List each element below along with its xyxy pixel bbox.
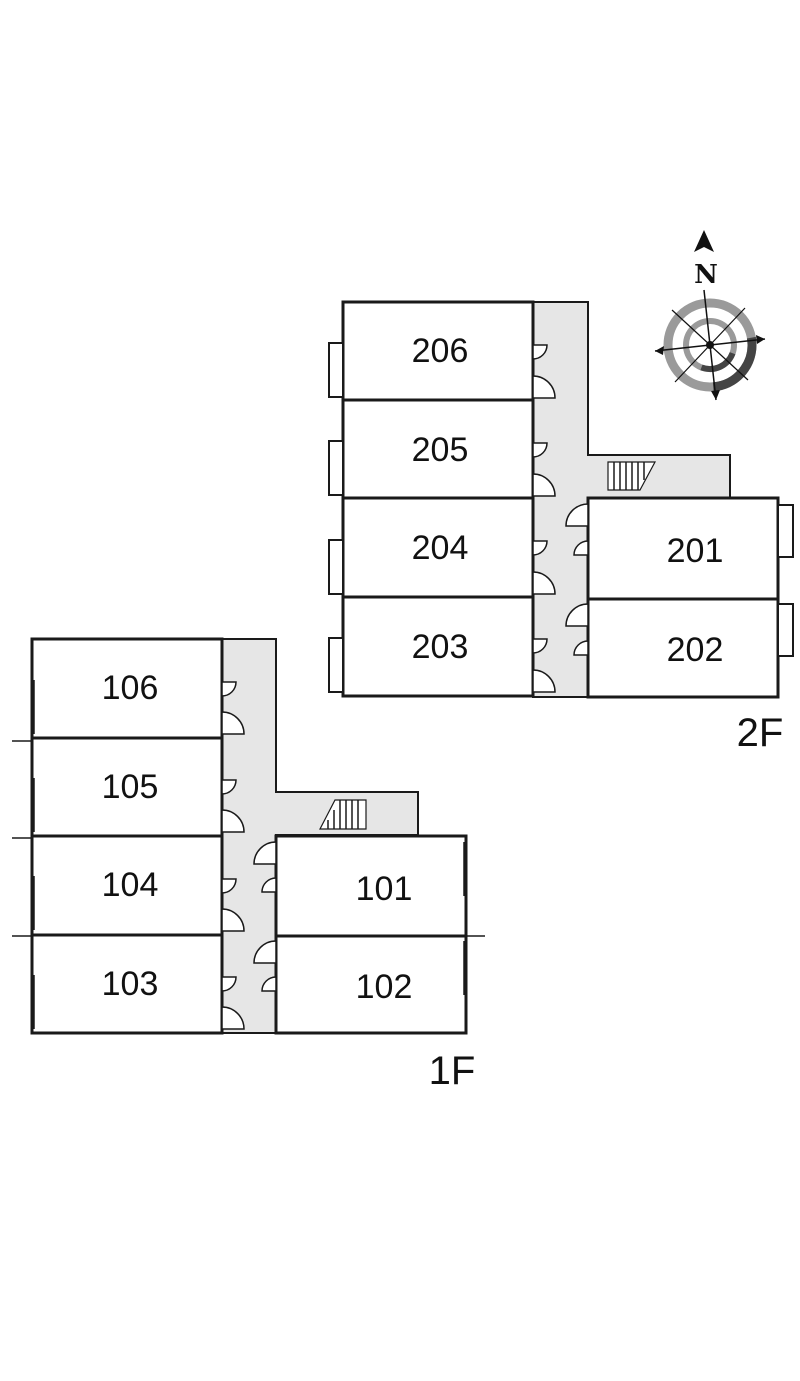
stairs-1f (319, 799, 367, 830)
room-label-101: 101 (356, 870, 413, 908)
room-label-204: 204 (412, 529, 469, 567)
room-label-206: 206 (412, 332, 469, 370)
floor-label-1f: 1F (429, 1049, 476, 1093)
room-201 (586, 496, 780, 601)
room-202 (586, 597, 780, 699)
room-203 (341, 595, 535, 698)
room-104 (30, 834, 224, 937)
balcony-202 (777, 603, 794, 657)
room-204 (341, 496, 535, 599)
room-106 (30, 637, 224, 740)
balcony-201 (777, 504, 794, 558)
room-102 (274, 934, 468, 1035)
balcony-205 (328, 440, 344, 496)
doors-2f (532, 344, 589, 693)
room-label-104: 104 (102, 866, 159, 904)
balcony-206 (328, 342, 344, 398)
room-105 (30, 736, 224, 838)
stairs-2f (607, 461, 657, 491)
room-label-201: 201 (667, 532, 724, 570)
room-103 (30, 933, 224, 1035)
compass-rose-icon: N (654, 230, 766, 401)
room-label-205: 205 (412, 431, 469, 469)
floor-label-2f: 2F (737, 711, 784, 755)
room-label-103: 103 (102, 965, 159, 1003)
room-label-102: 102 (356, 968, 413, 1006)
floor-2f: 206 205 204 203 201 202 2F (328, 300, 794, 755)
room-label-105: 105 (102, 768, 159, 806)
room-label-202: 202 (667, 631, 724, 669)
balcony-203 (328, 637, 344, 693)
compass-north-label: N (694, 260, 718, 290)
doors-1f (221, 681, 277, 1030)
room-label-203: 203 (412, 628, 469, 666)
room-label-106: 106 (102, 669, 159, 707)
balcony-204 (328, 539, 344, 595)
floor-1f: 106 105 104 103 101 102 1F (12, 637, 485, 1093)
